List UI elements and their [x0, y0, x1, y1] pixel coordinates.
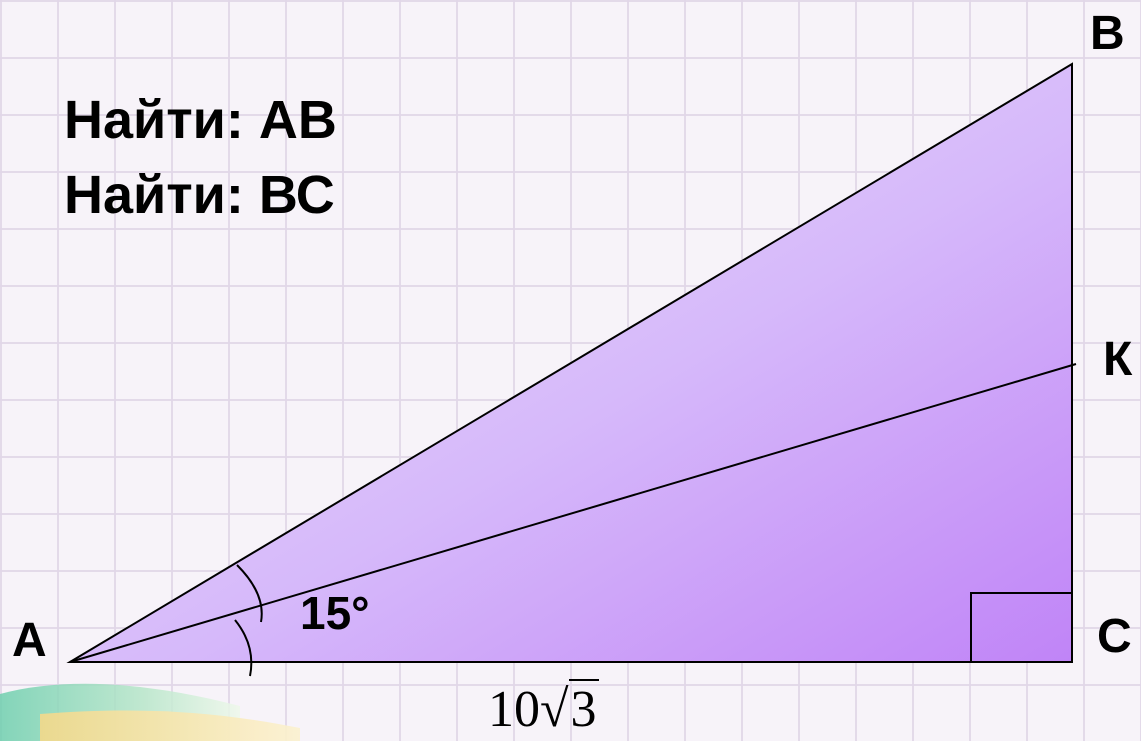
angle-arc-outer: [236, 564, 263, 623]
task-find-ab: Найти: АВ: [64, 90, 337, 150]
right-angle-marker: [970, 592, 1072, 662]
triangle-abc: [66, 62, 1073, 663]
vertex-label-c: С: [1097, 610, 1132, 663]
angle-arc-inner: [234, 619, 253, 677]
sqrt-sign: √: [540, 681, 569, 738]
task-find-bc: Найти: ВС: [64, 165, 335, 225]
angle-label: 15°: [300, 587, 370, 639]
base-length-radicand: 3: [568, 679, 599, 738]
base-length-label: 10√3: [488, 679, 599, 738]
base-length-coefficient: 10: [488, 681, 540, 738]
segment-ak: [69, 363, 1077, 663]
vertex-label-b: В: [1090, 7, 1125, 60]
book-decoration: [0, 683, 300, 741]
vertex-label-k: К: [1103, 333, 1133, 386]
vertex-label-a: А: [12, 614, 47, 667]
